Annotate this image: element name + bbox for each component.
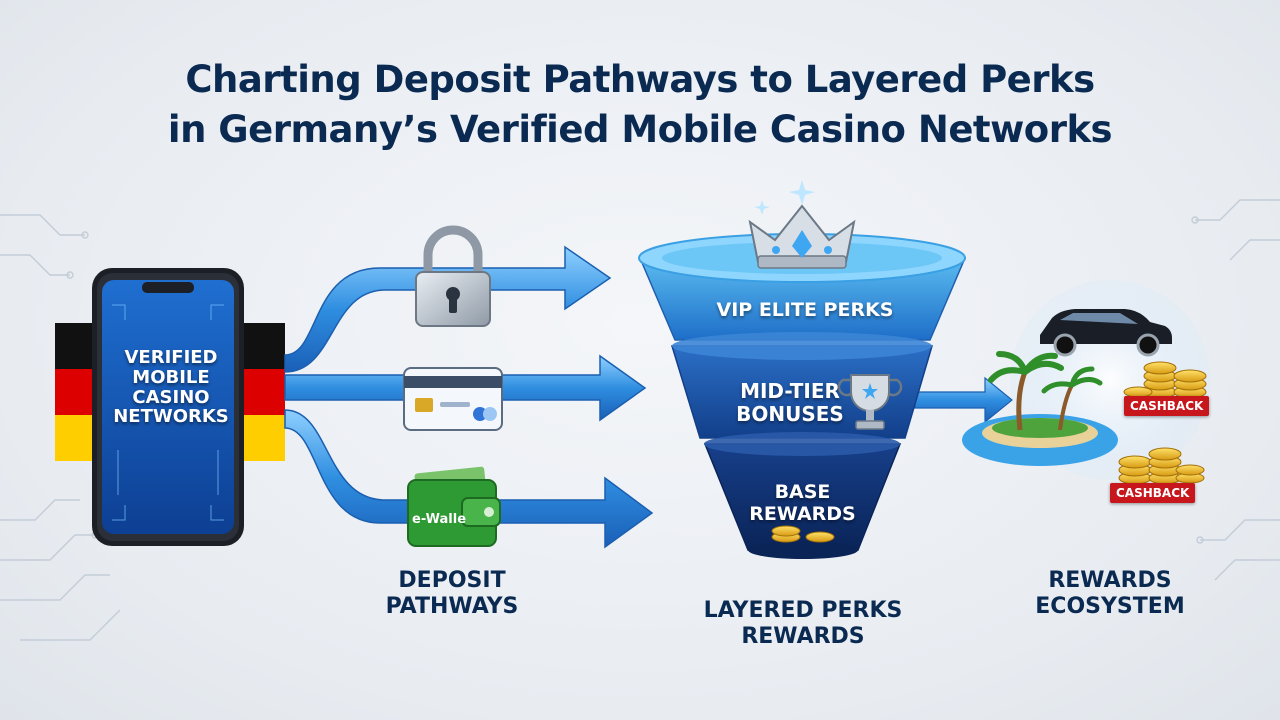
tier-bottom-line-1: BASE: [774, 481, 831, 503]
rewards-ecosystem-label: REWARDS ECOSYSTEM: [1010, 568, 1210, 621]
ecosystem-label-line-2: ECOSYSTEM: [1035, 594, 1185, 620]
phone-line-2: MOBILE: [132, 366, 210, 388]
deposit-label-line-2: PATHWAYS: [385, 594, 519, 620]
tier-bottom-label: BASE REWARDS: [740, 481, 865, 526]
phone-line-4: NETWORKS: [113, 406, 229, 428]
gold-coins-funnel: [771, 525, 835, 543]
tier-bottom-line-2: REWARDS: [749, 502, 856, 525]
e-wallet-icon: [407, 466, 501, 547]
coin-stack-icon: [1123, 361, 1207, 399]
page-title-line-2: in Germany’s Verified Mobile Casino Netw…: [167, 108, 1113, 151]
cashback-badge-1: CASHBACK: [1124, 396, 1210, 416]
page-title-line-1: Charting Deposit Pathways to Layered Per…: [185, 58, 1095, 101]
arrow-bottom: [284, 409, 654, 549]
arrow-top: [284, 245, 612, 373]
layered-perks-label: LAYERED PERKS REWARDS: [668, 598, 938, 651]
tier-top-label: VIP ELITE PERKS: [716, 299, 894, 321]
tier-middle-line-1: MID-TIER: [740, 379, 840, 403]
deposit-label-line-1: DEPOSIT: [398, 568, 506, 593]
ecosystem-label-line-1: REWARDS: [1048, 568, 1172, 593]
phone-line-3: CASINO: [132, 386, 210, 408]
smartphone: [92, 268, 244, 546]
credit-card-icon: [403, 367, 503, 431]
phone-screen-text: VERIFIED MOBILE CASINO NETWORKS: [106, 348, 236, 427]
luxury-car-icon: [1040, 309, 1172, 357]
crown-icon: [748, 180, 856, 269]
palm-tree-icon: [988, 351, 1103, 431]
tier-middle-label: MID-TIER BONUSES: [720, 380, 860, 426]
deposit-pathways-label: DEPOSIT PATHWAYS: [352, 568, 552, 621]
cashback-badge-2: CASHBACK: [1110, 483, 1196, 503]
arrow-to-ecosystem: [914, 376, 1013, 424]
e-wallet-label: e-Walle: [412, 512, 466, 527]
tier-middle-line-2: BONUSES: [736, 402, 844, 426]
circuit-lines-right: [1191, 199, 1280, 581]
circuit-lines-left: [0, 214, 121, 641]
coin-stack-icon-2: [1118, 447, 1205, 485]
layered-label-line-1: LAYERED PERKS: [703, 598, 903, 623]
padlock-icon: [415, 225, 491, 327]
layered-label-line-2: REWARDS: [741, 624, 865, 650]
trophy-icon: [837, 374, 903, 430]
phone-line-1: VERIFIED: [124, 347, 218, 368]
